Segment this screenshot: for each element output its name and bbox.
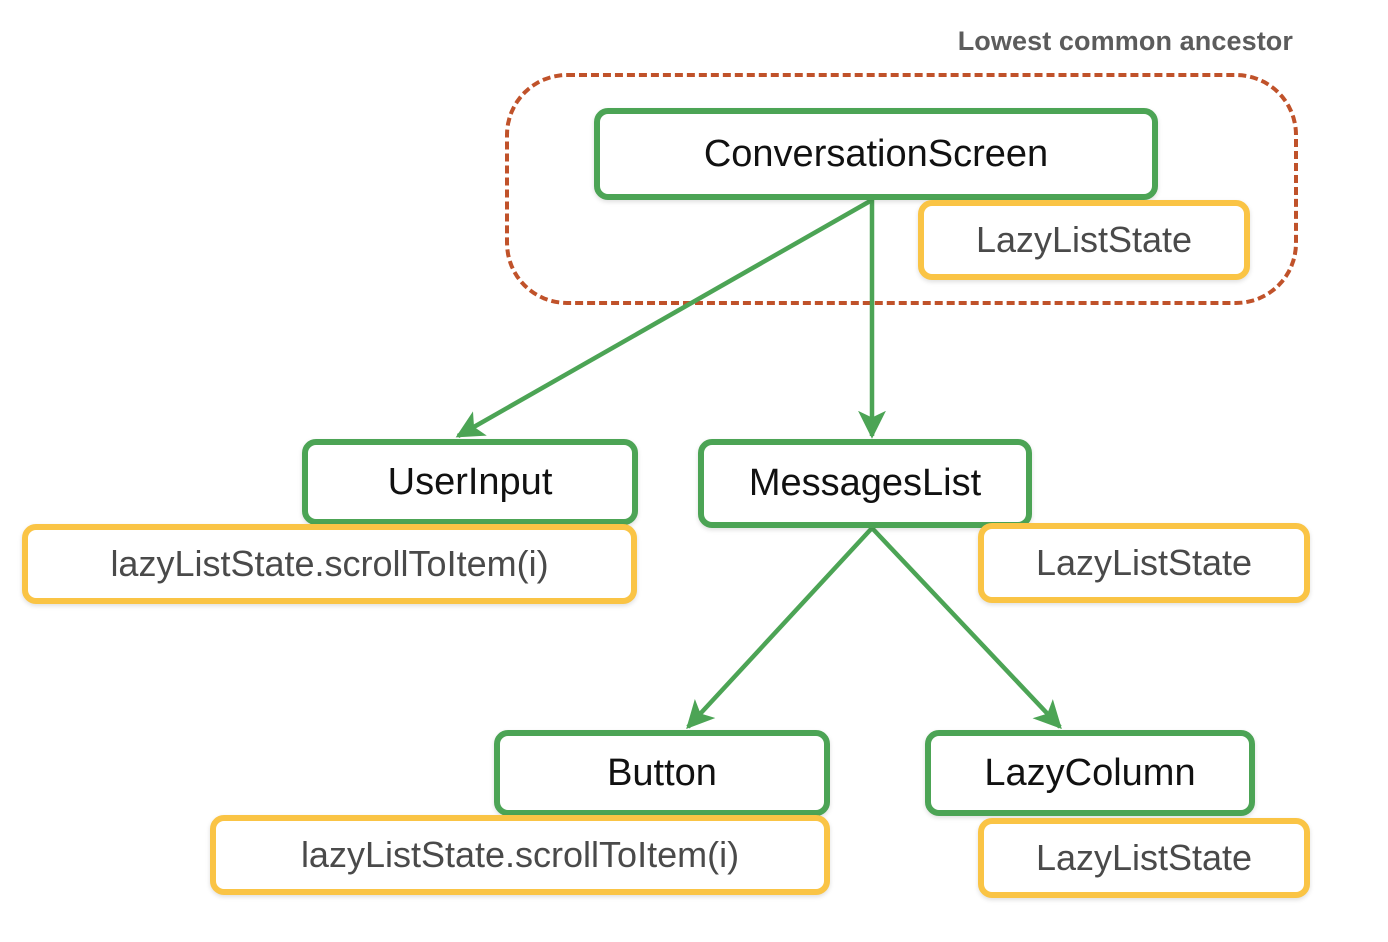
page-title: Lowest common ancestor xyxy=(957,26,1293,56)
state-label-messages-list[interactable]: LazyListState xyxy=(978,523,1310,603)
node-conversation-screen[interactable]: ConversationScreen xyxy=(594,108,1158,200)
state-label-user-input[interactable]: lazyListState.scrollToItem(i) xyxy=(22,524,637,604)
node-button[interactable]: Button xyxy=(494,730,830,816)
node-messages-list[interactable]: MessagesList xyxy=(698,439,1032,528)
lowest-common-ancestor-region xyxy=(505,73,1298,305)
node-user-input[interactable]: UserInput xyxy=(302,439,638,525)
state-label-conversation-screen[interactable]: LazyListState xyxy=(918,200,1250,280)
edge-messages-list-to-button xyxy=(686,526,874,729)
state-label-lazy-column[interactable]: LazyListState xyxy=(978,818,1310,898)
node-lazy-column[interactable]: LazyColumn xyxy=(925,730,1255,816)
state-label-button[interactable]: lazyListState.scrollToItem(i) xyxy=(210,815,830,895)
